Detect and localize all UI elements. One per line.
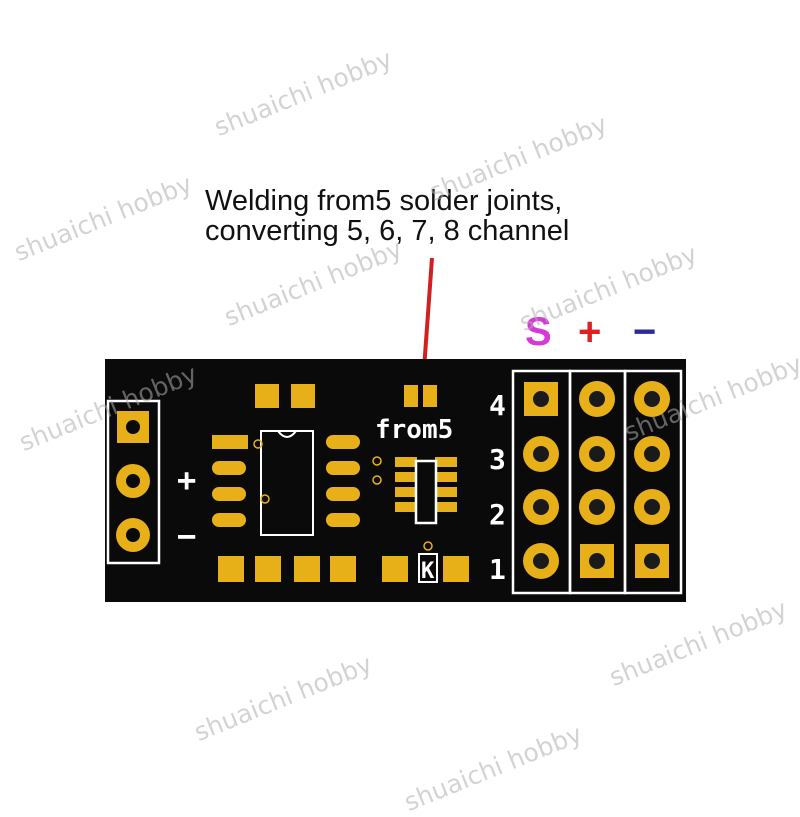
pin-legend-signal: S [525, 310, 552, 354]
pin-legend-minus: − [633, 310, 657, 354]
caption-line-1: Welding from5 solder joints, [205, 185, 563, 217]
row-number-1: 1 [489, 553, 506, 586]
left-connector-outline [106, 399, 161, 565]
from5-solder-pads [404, 385, 437, 407]
ic-footprint [212, 430, 360, 536]
board-minus-mark: − [177, 517, 196, 555]
board-plus-mark: + [177, 461, 196, 499]
left-connector-pads [116, 411, 150, 552]
row-number-4: 4 [489, 389, 506, 422]
vias [372, 456, 433, 551]
pcb-board: + − [105, 359, 686, 602]
caption-line-2: converting 5, 6, 7, 8 channel [205, 215, 570, 247]
pin-column-plus [579, 381, 615, 578]
pin-legend-plus: + [578, 310, 602, 354]
sot-component [395, 457, 457, 525]
diode-outline [418, 553, 438, 583]
caption: Welding from5 solder joints, converting … [205, 186, 765, 246]
row-number-3: 3 [489, 443, 506, 476]
bottom-smd-pads [218, 556, 469, 582]
diode-mark: K [421, 559, 435, 584]
pin-column-signal [523, 382, 559, 579]
from5-silkscreen-label: from5 [375, 415, 453, 445]
top-smd-pads [255, 384, 315, 408]
row-number-2: 2 [489, 498, 506, 531]
pin-column-minus [634, 381, 670, 578]
pin-header-outlines [511, 369, 683, 595]
pcb-artwork: + − [106, 369, 683, 595]
